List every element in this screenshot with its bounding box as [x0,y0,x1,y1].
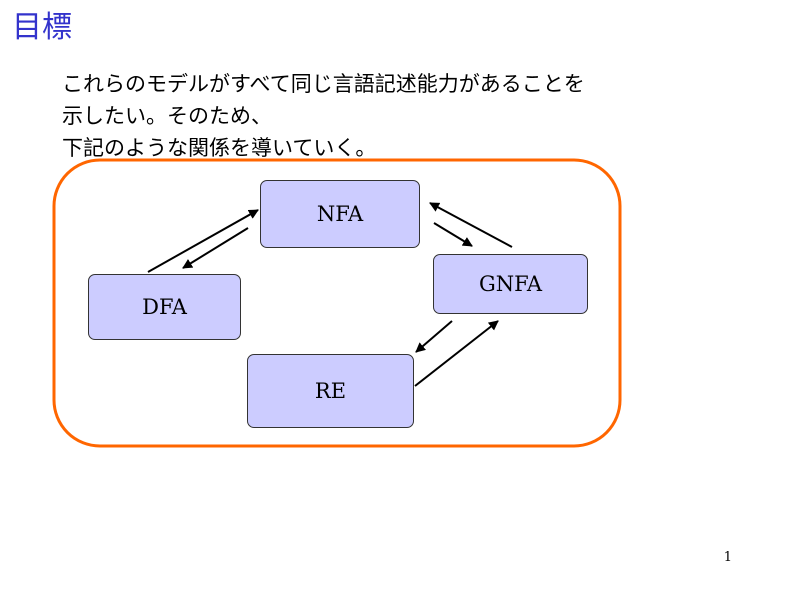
node-nfa-label: NFA [316,202,364,226]
node-re: RE [247,354,414,428]
slide-title: 目標 [12,10,72,45]
arrow-gnfa-to-nfa [429,202,513,248]
node-re-label: RE [314,379,347,403]
arrow-nfa-to-gnfa [433,222,473,247]
page-number: 1 [723,550,732,565]
node-dfa-label: DFA [142,295,187,319]
node-gnfa: GNFA [433,254,588,314]
body-text: これらのモデルがすべて同じ言語記述能力があることを 示したい。そのため、 下記の… [62,68,585,164]
node-dfa: DFA [88,274,241,340]
body-line-2: 示したい。そのため、 [62,104,272,128]
arrow-re-to-gnfa [414,320,499,387]
diagram-frame [52,158,622,448]
body-line-1: これらのモデルがすべて同じ言語記述能力があることを [62,72,585,96]
arrow-dfa-to-nfa [147,209,259,273]
body-line-3: 下記のような関係を導いていく。 [62,136,377,160]
node-gnfa-label: GNFA [478,272,543,296]
arrow-gnfa-to-re [415,320,453,353]
arrow-nfa-to-dfa [182,227,249,269]
node-nfa: NFA [260,180,420,248]
